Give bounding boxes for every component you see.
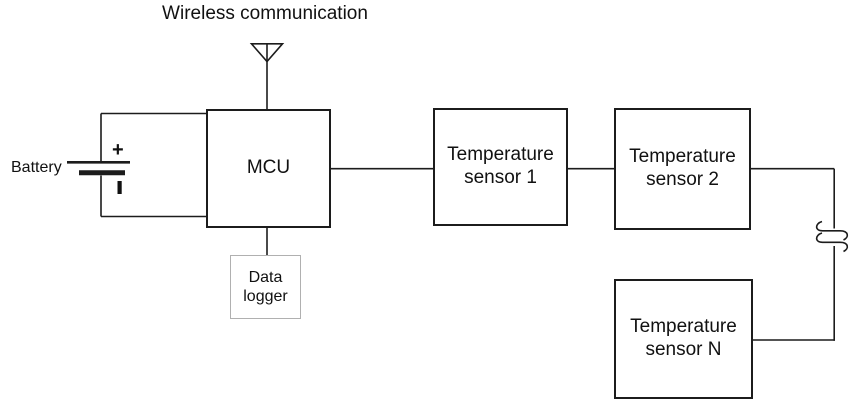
mcu-label: MCU	[246, 157, 291, 179]
mcu-block: MCU	[206, 109, 331, 228]
sensor2-label-line2: sensor 2	[646, 169, 719, 190]
temperature-sensor-2-block: Temperature sensor 2	[614, 108, 751, 230]
battery-negative-mark	[117, 181, 122, 194]
wire-break-icon	[815, 220, 849, 253]
data-logger-block: Data logger	[230, 255, 301, 319]
sensor2-label-line1: Temperature	[629, 146, 736, 168]
battery-plus-label: +	[112, 139, 124, 161]
wireless-communication-label: Wireless communication	[162, 3, 368, 24]
battery-symbol-icon	[67, 112, 207, 218]
antenna-icon	[249, 43, 285, 109]
sensorN-label-line1: Temperature	[630, 316, 737, 338]
temperature-sensor-n-block: Temperature sensor N	[614, 279, 753, 399]
data-logger-label-line1: Data	[248, 268, 283, 286]
temperature-sensor-1-block: Temperature sensor 1	[433, 108, 568, 226]
battery-label: Battery	[11, 159, 62, 176]
sensorN-label-line2: sensor N	[645, 339, 722, 360]
sensor1-label-line1: Temperature	[447, 144, 554, 166]
sensor1-label-line2: sensor 1	[464, 167, 537, 188]
data-logger-label-line2: logger	[243, 288, 288, 305]
